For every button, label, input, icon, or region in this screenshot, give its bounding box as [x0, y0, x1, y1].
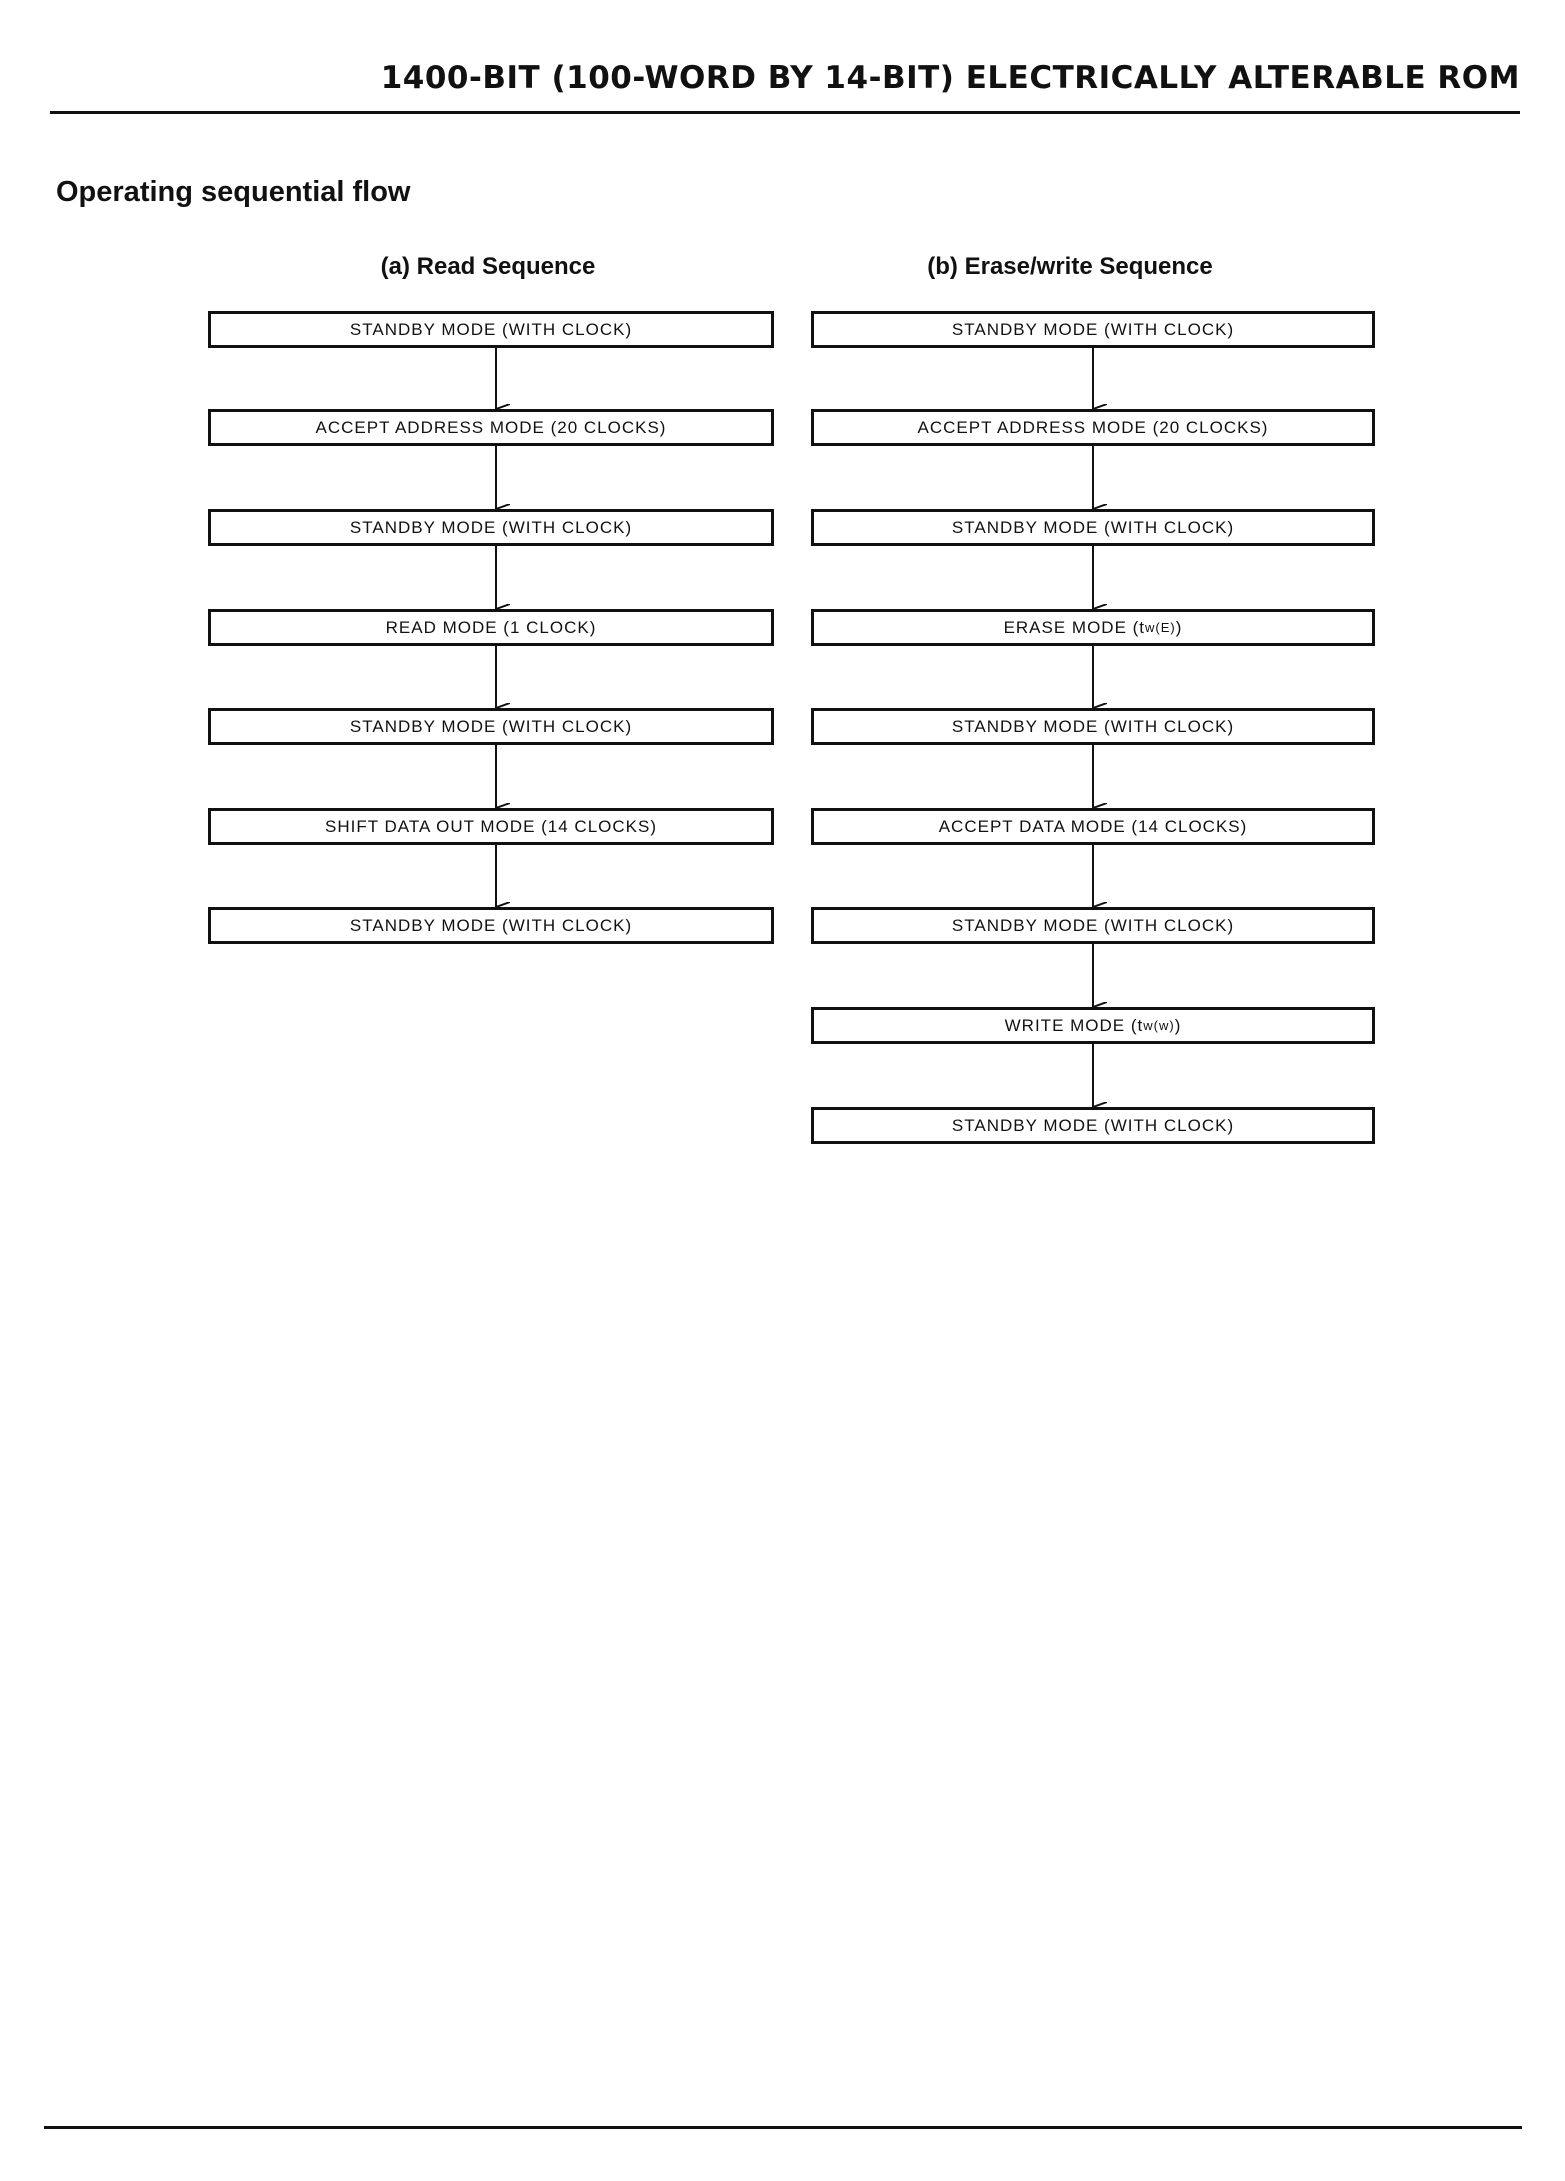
erase-write-step-2-accept-address: ACCEPT ADDRESS MODE (20 CLOCKS) — [811, 409, 1375, 446]
erase-write-step-9-standby: STANDBY MODE (WITH CLOCK) — [811, 1107, 1375, 1144]
header-rule — [50, 111, 1520, 114]
erase-write-step-7-standby: STANDBY MODE (WITH CLOCK) — [811, 907, 1375, 944]
erase-mode-suffix: ) — [1175, 617, 1183, 637]
read-step-3-standby: STANDBY MODE (WITH CLOCK) — [208, 509, 774, 546]
erase-write-step-3-standby: STANDBY MODE (WITH CLOCK) — [811, 509, 1375, 546]
read-step-7-standby: STANDBY MODE (WITH CLOCK) — [208, 907, 774, 944]
erase-write-step-5-standby: STANDBY MODE (WITH CLOCK) — [811, 708, 1375, 745]
read-step-6-shift-data-out: SHIFT DATA OUT MODE (14 CLOCKS) — [208, 808, 774, 845]
erase-mode-subscript: w(E) — [1145, 620, 1176, 635]
read-sequence-heading: (a) Read Sequence — [380, 253, 596, 280]
write-mode-suffix: ) — [1174, 1015, 1182, 1035]
read-step-4-read-mode: READ MODE (1 CLOCK) — [208, 609, 774, 646]
header-title: 1400-BIT (100-WORD BY 14-BIT) ELECTRICAL… — [380, 60, 1520, 96]
erase-mode-label: ERASE MODE (t — [1003, 617, 1146, 637]
erase-write-step-1-standby: STANDBY MODE (WITH CLOCK) — [811, 311, 1375, 348]
erase-write-step-6-accept-data: ACCEPT DATA MODE (14 CLOCKS) — [811, 808, 1375, 845]
erase-write-sequence-heading: (b) Erase/write Sequence — [927, 253, 1213, 280]
section-title: Operating sequential flow — [56, 176, 411, 208]
write-mode-subscript: w(w) — [1143, 1018, 1175, 1033]
read-step-5-standby: STANDBY MODE (WITH CLOCK) — [208, 708, 774, 745]
footer-rule — [44, 2126, 1522, 2129]
read-step-2-accept-address: ACCEPT ADDRESS MODE (20 CLOCKS) — [208, 409, 774, 446]
read-step-1-standby: STANDBY MODE (WITH CLOCK) — [208, 311, 774, 348]
write-mode-label: WRITE MODE (t — [1004, 1015, 1144, 1035]
